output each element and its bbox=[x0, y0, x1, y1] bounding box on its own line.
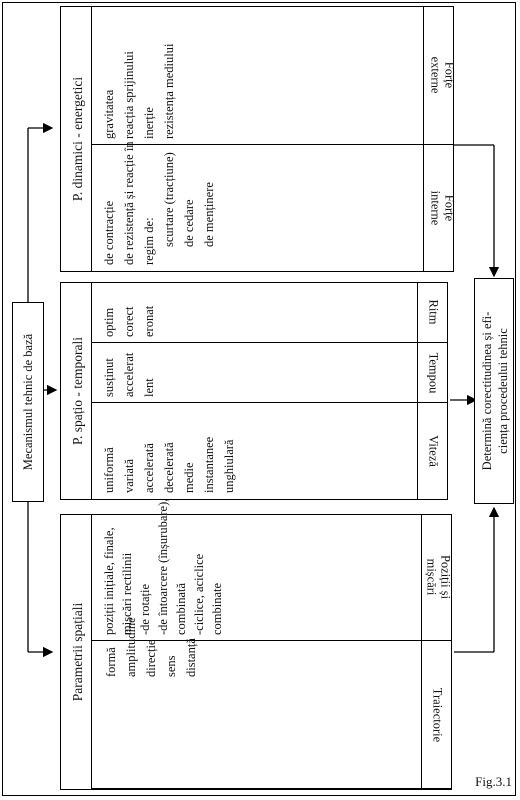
temporal-row1-item: decelerată bbox=[162, 442, 176, 493]
spatial-row1-item: direcție bbox=[144, 639, 158, 677]
dynamic-row2-item: rezistența mediului bbox=[162, 43, 176, 139]
spatial-row2-item: poziții inițiale, finale, bbox=[102, 527, 116, 635]
temporal-row2-label: Tempou bbox=[426, 352, 441, 394]
temporal-row1-label: Viteză bbox=[426, 435, 441, 467]
result-line-1: Determină corectitudinea și efi- bbox=[480, 311, 494, 471]
result-line-2: ciența procedeului tehnic bbox=[496, 328, 510, 454]
dynamic-row2-item: gravitatea bbox=[102, 89, 116, 139]
root-label: Mecanismul tehnic de bază bbox=[21, 333, 35, 471]
dynamic-row2-item: reacția sprijinului bbox=[122, 51, 136, 139]
dynamic-row2-item: inerție bbox=[142, 107, 156, 139]
root-box: Mecanismul tehnic de bază bbox=[12, 302, 44, 502]
spatial-row2-item: -de întoarcere (înșurubare), bbox=[156, 498, 170, 635]
temporal-row3-item: corect bbox=[122, 306, 136, 337]
dynamic-row1-item: de menținere bbox=[202, 182, 216, 247]
temporal-row1-item: variată bbox=[122, 458, 136, 493]
spatial-row1-item: formă bbox=[104, 647, 118, 677]
spatial-row2-item: -ciclice, aciclice bbox=[192, 553, 206, 635]
spatial-row2-label-b: mișcări bbox=[424, 558, 439, 596]
dynamic-row1-label-b: interne bbox=[428, 190, 443, 226]
spatial-row2-item: mișcări rectilinii bbox=[120, 552, 134, 635]
panel-temporal: P. spațio - temporali uniformă variată a… bbox=[60, 282, 448, 500]
temporal-row3-label: Ritm bbox=[426, 299, 441, 325]
spatial-row2-label-a: Poziții și bbox=[438, 554, 453, 600]
temporal-row2-item: lent bbox=[142, 378, 156, 397]
panel-spatial-title: Parametrii spațiali bbox=[70, 602, 85, 702]
panel-dynamic: P. dinamici - energetici de contracție d… bbox=[60, 6, 457, 272]
spatial-row2-item: combinată bbox=[174, 582, 188, 635]
panel-temporal-title: P. spațio - temporali bbox=[70, 337, 85, 445]
dynamic-row1-item: de contracție bbox=[102, 200, 116, 265]
result-box: Determină corectitudinea și efi- ciența … bbox=[474, 278, 514, 504]
dynamic-row2-label-b: externe bbox=[428, 56, 443, 94]
spatial-row1-item: distanță bbox=[184, 638, 198, 677]
temporal-row1-item: uniformă bbox=[102, 447, 116, 493]
temporal-row2-item: susținut bbox=[102, 358, 116, 397]
figure-label: Fig.3.1 bbox=[475, 774, 512, 789]
temporal-row3-item: optim bbox=[102, 307, 116, 337]
panel-spatial: Parametrii spațiali formă amplitudine di… bbox=[60, 499, 453, 790]
dynamic-row2-label-a: Forțe bbox=[442, 61, 457, 89]
spatial-row1-label: Traiectorie bbox=[430, 687, 445, 743]
dynamic-row1-item: scurtare (tracțiune) bbox=[162, 152, 176, 247]
temporal-row2-item: accelerat bbox=[122, 352, 136, 397]
dynamic-row1-item: regim de: bbox=[142, 217, 156, 265]
temporal-row3-item: eronat bbox=[142, 305, 156, 337]
spatial-row2-item: -de rotație bbox=[138, 583, 152, 635]
dynamic-row1-item: de cedare bbox=[182, 199, 196, 247]
dynamic-row1-item: de rezistență și reacție în bbox=[122, 141, 136, 265]
panel-dynamic-title: P. dinamici - energetici bbox=[70, 76, 85, 202]
spatial-row1-item: sens bbox=[164, 655, 178, 677]
temporal-row1-item: medie bbox=[182, 462, 196, 493]
temporal-row1-item: instantanee bbox=[202, 436, 216, 493]
temporal-row1-item: unghiulară bbox=[222, 439, 236, 493]
temporal-row1-item: accelerată bbox=[142, 443, 156, 493]
spatial-row2-item: combinate bbox=[210, 582, 224, 635]
dynamic-row1-label-a: Forțe bbox=[442, 194, 457, 222]
